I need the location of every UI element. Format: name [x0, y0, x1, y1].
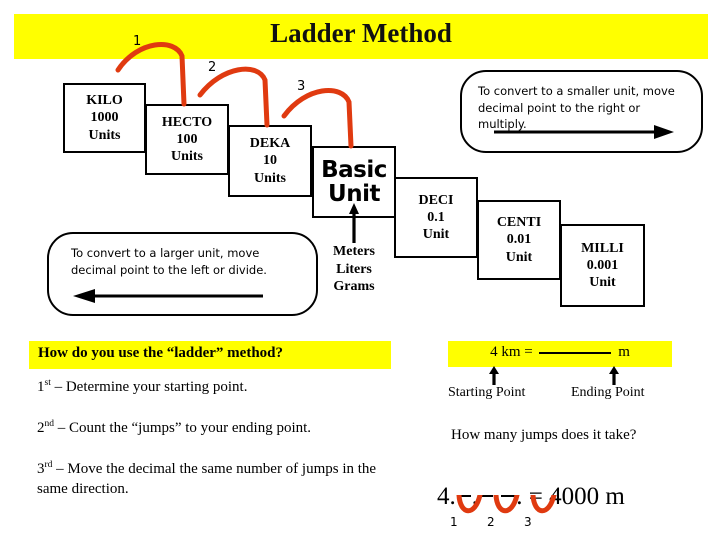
ladder-jump-number-3: 3 — [297, 79, 306, 94]
ladder-step-deci[interactable]: DECI 0.1 Unit — [394, 177, 478, 258]
callout-smaller-line2: decimal point to the right or multiply. — [478, 100, 641, 132]
callout-convert-smaller: To convert to a smaller unit, move decim… — [460, 70, 703, 153]
instruction-step-3-text: – Move the decimal the same number of ju… — [37, 461, 377, 498]
final-equation-prefix: 4. — [437, 483, 456, 510]
instruction-step-1: 1st – Determine your starting point. — [37, 377, 397, 397]
jumps-question: How many jumps does it take? — [451, 427, 637, 443]
instruction-step-2-ordinal: 2 — [37, 420, 45, 436]
ladder-step-name: Basic — [321, 156, 387, 183]
example-highlight-bar — [448, 341, 672, 367]
ladder-step-name: DEKA — [249, 136, 291, 152]
ladder-step-unit: Unit — [589, 275, 616, 291]
ladder-step-centi[interactable]: CENTI 0.01 Unit — [477, 200, 561, 280]
ladder-jump-number-2: 2 — [208, 60, 217, 75]
example-answer-blank[interactable] — [539, 352, 612, 354]
ladder-step-name: MILLI — [581, 240, 624, 256]
decimal-slot-3 — [501, 495, 516, 497]
instruction-step-1-ordinal: 1 — [37, 379, 45, 395]
basic-unit-examples: Meters Liters Grams — [312, 243, 396, 296]
instructions-highlight-bar — [29, 341, 391, 369]
ladder-step-name: CENTI — [496, 215, 542, 231]
final-equation: 4.... = 4000 m — [437, 483, 625, 510]
ladder-step-unit: Units — [171, 149, 203, 165]
arrow-left-icon — [73, 289, 263, 303]
decimal-jump-number-3: 3 — [524, 515, 532, 529]
ladder-step-basic-unit[interactable]: Basic Unit — [312, 146, 396, 218]
ladder-step-unit: Unit — [505, 249, 533, 265]
page-title: Ladder Method — [270, 18, 452, 48]
callout-larger-line2: decimal point to the left or divide. — [71, 262, 267, 277]
starting-point-arrow-icon — [489, 366, 499, 385]
ladder-step-value: 100 — [176, 131, 198, 147]
callout-larger-line1: To convert to a larger unit, move — [71, 246, 260, 260]
ladder-step-value: 0.1 — [427, 209, 445, 225]
basic-unit-up-arrow-icon — [349, 203, 359, 243]
ladder-step-value: 10 — [263, 153, 277, 169]
ladder-step-name: KILO — [86, 93, 123, 109]
callout-convert-larger: To convert to a larger unit, move decima… — [47, 232, 318, 316]
instruction-step-3: 3rd – Move the decimal the same number o… — [37, 459, 377, 500]
instructions-question: How do you use the “ladder” method? — [38, 345, 284, 361]
instruction-step-2-suffix: nd — [44, 419, 55, 429]
ladder-step-name: HECTO — [161, 114, 213, 130]
callout-smaller-text: To convert to a smaller unit, move decim… — [478, 83, 691, 133]
instruction-step-3-suffix: rd — [44, 460, 53, 470]
instruction-step-2-text: – Count the “jumps” to your ending point… — [54, 420, 312, 436]
ladder-step-name: DECI — [418, 192, 454, 208]
decimal-jump-number-2: 2 — [487, 515, 495, 529]
ladder-step-milli[interactable]: MILLI 0.001 Unit — [560, 224, 645, 307]
ladder-step-unit: Units — [254, 170, 286, 186]
ladder-step-value: Unit — [328, 181, 380, 207]
ending-point-label: Ending Point — [571, 385, 645, 400]
decimal-slot-2 — [479, 495, 493, 497]
arrow-right-icon — [494, 125, 674, 139]
instruction-step-2: 2nd – Count the “jumps” to your ending p… — [37, 418, 397, 438]
basic-unit-example-meters: Meters — [333, 244, 375, 259]
example-equation-prefix: 4 km = — [490, 344, 537, 360]
ladder-step-hecto[interactable]: HECTO 100 Units — [145, 104, 229, 175]
ladder-step-deka[interactable]: DEKA 10 Units — [228, 125, 312, 197]
callout-larger-text: To convert to a larger unit, move decima… — [71, 245, 306, 278]
ending-point-arrow-icon — [609, 366, 619, 385]
example-equation: 4 km = m — [448, 344, 672, 361]
instruction-step-1-text: – Determine your starting point. — [50, 379, 248, 395]
callout-smaller-line1: To convert to a smaller unit, move — [478, 84, 675, 98]
starting-point-label: Starting Point — [448, 385, 526, 400]
ladder-step-unit: Unit — [422, 227, 450, 243]
decimal-jump-number-1: 1 — [450, 515, 458, 529]
instruction-step-3-ordinal: 3 — [37, 461, 45, 477]
ladder-jump-number-1: 1 — [133, 34, 142, 49]
example-equation-suffix: m — [614, 344, 630, 360]
ladder-step-unit: Units — [88, 127, 121, 143]
basic-unit-example-grams: Grams — [333, 279, 375, 294]
ladder-step-kilo[interactable]: KILO 1000 Units — [63, 83, 146, 153]
decimal-slot-1 — [456, 495, 471, 497]
basic-unit-example-liters: Liters — [336, 261, 372, 277]
instruction-step-1-suffix: st — [44, 378, 51, 388]
ladder-step-value: 1000 — [90, 110, 119, 126]
ladder-step-value: 0.001 — [586, 257, 619, 273]
ladder-step-value: 0.01 — [506, 232, 532, 248]
final-equation-result: = 4000 m — [522, 483, 625, 510]
